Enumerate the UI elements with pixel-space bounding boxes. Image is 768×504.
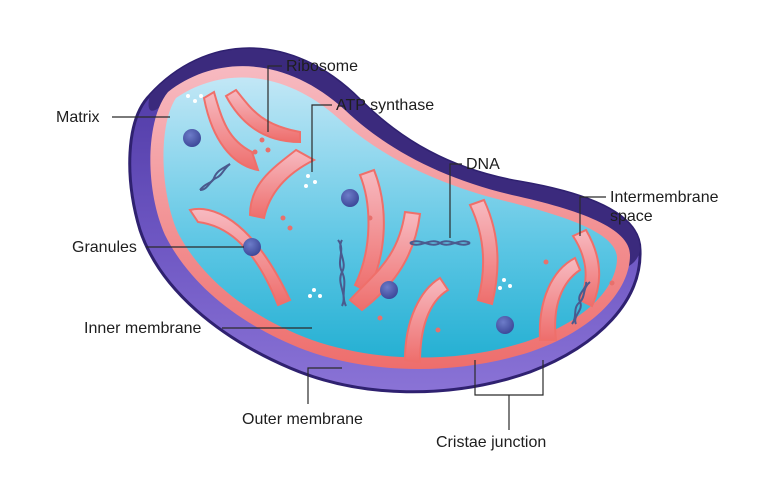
- dna-label: DNA: [466, 156, 500, 173]
- dna-leader: [449, 163, 462, 238]
- atp-dot: [186, 94, 190, 98]
- granules-label: Granules: [72, 239, 137, 256]
- dna-strand: [199, 163, 231, 191]
- granule: [341, 189, 359, 207]
- atp-dot: [306, 174, 310, 178]
- atp-synthase-label: ATP synthase: [336, 97, 435, 114]
- cristae-junction-label: Cristae junction: [436, 434, 547, 451]
- granule: [496, 316, 514, 334]
- cristae-folds: [188, 88, 601, 364]
- ribosome-dot: [252, 149, 258, 155]
- crista-8: [468, 198, 499, 306]
- ribosome-dot: [377, 315, 383, 321]
- dna-strand: [574, 281, 588, 325]
- ribosome-dot: [259, 137, 265, 143]
- atp-dot: [304, 184, 308, 188]
- crista-1: [202, 90, 260, 172]
- atp-dot: [193, 99, 197, 103]
- crista-4: [188, 207, 292, 307]
- inner-membrane-label: Inner membrane: [84, 320, 202, 337]
- outer-membrane-leader: [307, 367, 342, 404]
- ribosome-leader: [267, 65, 282, 132]
- atp-dot: [502, 278, 506, 282]
- atp-dot: [199, 94, 203, 98]
- intermembrane-label-line1: Intermembrane: [610, 189, 719, 206]
- intermembrane-label-line2: space: [610, 208, 653, 225]
- granules-group: [183, 129, 514, 334]
- dna-strand: [409, 240, 471, 246]
- crista-2: [224, 88, 301, 144]
- dna-strand: [339, 239, 345, 307]
- crista-6: [348, 210, 422, 312]
- matrix-label: Matrix: [56, 109, 100, 126]
- dna-strands: [199, 163, 591, 325]
- atp-dot: [498, 286, 502, 290]
- ribosome-dot: [609, 280, 615, 286]
- ribosome-dot: [543, 259, 549, 265]
- atp-dot: [318, 294, 322, 298]
- granule: [243, 238, 261, 256]
- leader-lines: [112, 65, 606, 430]
- ribosomes-group: [252, 137, 615, 333]
- atp-dot: [312, 288, 316, 292]
- ribosome-dot: [280, 215, 286, 221]
- atp-dot: [508, 284, 512, 288]
- ribosome-dot: [265, 147, 271, 153]
- atp-dot: [313, 180, 317, 184]
- atp-synthase-leader: [311, 104, 332, 172]
- crista-7: [403, 276, 450, 364]
- crista-9: [538, 256, 582, 341]
- atp-dot: [308, 294, 312, 298]
- ribosome-dot: [435, 327, 441, 333]
- ribosome-dot: [367, 215, 373, 221]
- outer-membrane-label: Outer membrane: [242, 411, 363, 428]
- crista-3: [248, 148, 317, 220]
- ribosome-dot: [287, 225, 293, 231]
- crista-10: [571, 228, 601, 308]
- granule: [183, 129, 201, 147]
- granule: [380, 281, 398, 299]
- atp-synthase-clusters: [186, 94, 512, 298]
- intermembrane-leader: [579, 196, 606, 236]
- ribosome-label: Ribosome: [286, 58, 359, 75]
